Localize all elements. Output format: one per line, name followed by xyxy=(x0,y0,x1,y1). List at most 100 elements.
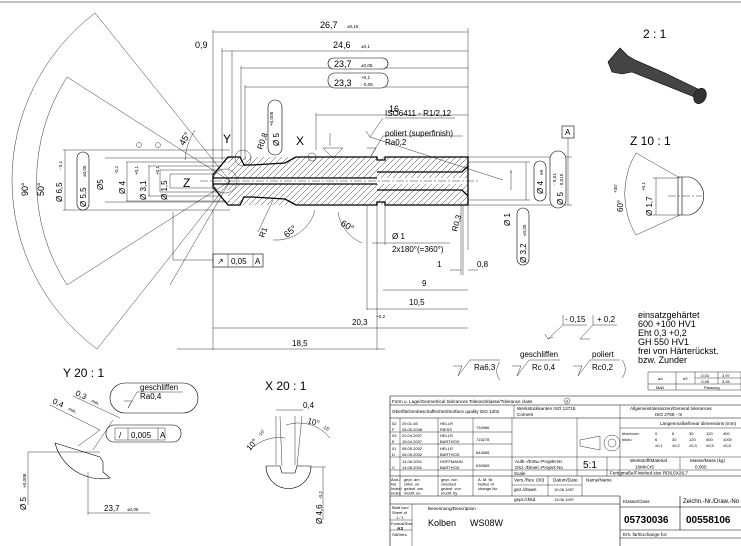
tb-to: bis/to xyxy=(622,437,632,442)
bore-outline xyxy=(213,165,469,197)
revision-name1: HELLR xyxy=(440,446,453,451)
fit-upper: -0,03 xyxy=(700,373,710,378)
hatch-line xyxy=(326,183,349,206)
tol-value: ±0,1 xyxy=(655,443,664,448)
z-dia: Ø 1,7 xyxy=(645,196,654,216)
dim-23-7-tol: ±0,05 xyxy=(361,63,373,68)
hatch-line xyxy=(428,156,451,179)
rev-header-index: Index xyxy=(391,491,401,496)
tb-description-label: Benennung/Description xyxy=(428,506,476,511)
revision-name2: BARTHOD xyxy=(440,452,460,457)
z-angle-tol: +30' xyxy=(613,184,618,193)
hatch-line xyxy=(344,183,367,206)
dim-26-7: 26,7 xyxy=(320,20,338,30)
hatch-line xyxy=(422,183,445,206)
hatch-line xyxy=(308,183,331,206)
over-value: 0 xyxy=(655,431,658,436)
tb-scale-label: Scale xyxy=(514,471,526,476)
y-tol-value: 0,005 xyxy=(131,431,152,440)
tol-value: ±0,8 xyxy=(723,443,732,448)
tb-drawn-date: 10.06.1997 xyxy=(554,487,575,492)
hatch-line xyxy=(320,156,343,179)
tb-material-label: Werkstoff/Material xyxy=(630,458,667,463)
to-value: 6 xyxy=(655,437,658,442)
fit-col-fit: Passung xyxy=(704,385,720,390)
tb-project-en: Ord.-/Devel.-Project-No xyxy=(515,465,563,470)
hatch-line xyxy=(386,156,409,179)
hatch-line xyxy=(227,156,247,176)
hatch-line xyxy=(404,156,427,179)
hole-note: 2x180°(=360°) xyxy=(392,245,444,254)
tb-sheet: 1 / 1 xyxy=(396,515,405,520)
tb-format: A3 xyxy=(397,526,403,531)
x-angle-right: 10° xyxy=(306,416,320,428)
hatch-line xyxy=(428,183,451,206)
rev-header-index: No xyxy=(391,482,397,487)
tb-class: 05730036 xyxy=(624,515,669,526)
hatch-line xyxy=(338,156,361,179)
hatch-line xyxy=(398,183,421,206)
rev-header-checked_by: geänd. von xyxy=(441,486,461,491)
tol-value: ±0,2 xyxy=(672,443,681,448)
label-y: Y xyxy=(223,132,231,146)
ra02-note: Ra0,2 xyxy=(385,138,407,147)
hatch-line xyxy=(230,156,253,179)
tol-plus-0-2: + 0,2 xyxy=(597,315,616,324)
hatch-line xyxy=(302,183,325,206)
detail-y-title: Y 20 : 1 xyxy=(63,366,104,380)
revision-date1: 20.04.2007 xyxy=(402,433,423,438)
rev-header-index: Index/ xyxy=(391,486,403,491)
dim-d5-5: Ø 5,5 xyxy=(79,187,88,207)
dim-r0-8: R0,8 xyxy=(255,131,269,150)
poliert-superfinish-note: poliert (superfinish) xyxy=(385,129,453,138)
revision-name1: HELLR xyxy=(440,421,453,426)
revision-name2: BARTHOD xyxy=(440,465,460,470)
dim-26-7-tol: ±0,15 xyxy=(347,24,359,29)
revision-name1: HELLR xyxy=(440,433,453,438)
dim-d5-5-box xyxy=(76,151,90,211)
datum-a: A xyxy=(565,128,571,137)
hardening-line: Eht 0,3 +0,2 xyxy=(638,328,687,338)
fit-lower: -0,06 xyxy=(700,379,710,384)
hatch-line xyxy=(236,156,259,179)
hatch-line xyxy=(386,183,409,206)
z-dia-tol: +0,1 xyxy=(641,181,646,191)
surface-rc0-2: Rc0,2 xyxy=(592,363,613,372)
hatch-line xyxy=(242,183,265,206)
tb-name-label: Name/Name xyxy=(586,478,612,483)
hatch-line xyxy=(422,156,445,179)
tb-drawing-no-label: Zeichn.-Nr./Draw.-No xyxy=(683,499,740,505)
dim-d3-2-box xyxy=(516,207,530,266)
detail-y-marker xyxy=(234,149,252,167)
hatch-line xyxy=(227,156,235,164)
tb-date-label: Datum/Date xyxy=(553,478,578,483)
iso6411-note: ISO6411 - R1/2,12 xyxy=(385,109,452,118)
over-value: 400 xyxy=(723,431,730,436)
angle-arcs xyxy=(272,209,363,244)
dim-hole-d1: Ø 1 xyxy=(392,232,405,241)
angle-50-label: 50° xyxy=(36,182,46,196)
hatch-line xyxy=(392,156,415,179)
hatch-line xyxy=(296,156,319,179)
hatch-line xyxy=(458,168,469,179)
to-value: 120 xyxy=(689,437,696,442)
tb-exchange-for: Ers. für/Exchange for: xyxy=(623,532,667,537)
rev-header-notice: change No xyxy=(478,486,498,491)
surface-ra6-3: Ra6,3 xyxy=(474,363,496,372)
dim-d5-box xyxy=(267,99,283,156)
tol-value: ±0,3 xyxy=(689,443,698,448)
rev-header-checked_by: checked xyxy=(441,482,456,487)
revision-notice: 644585 xyxy=(476,450,490,455)
tb-material: 16MnCr5 xyxy=(635,465,654,470)
hardening-line: bzw. Zunder xyxy=(638,355,687,365)
rev-header-checked_by: modif. by xyxy=(441,491,457,496)
hatch-line xyxy=(254,183,277,206)
tb-mass-label: Masse/Mass (kg) xyxy=(690,458,725,463)
hardening-notes: einsatzgehärtet 600 +100 HV1 Eht 0,3 +0,… xyxy=(638,310,719,365)
tb-scale: 5:1 xyxy=(583,460,597,471)
hatch-line xyxy=(410,156,433,179)
detail-y-view: Y 20 : 1 geschliffen Ra0,4 / 0,005 A 0,3… xyxy=(19,366,199,515)
to-value: 30 xyxy=(672,437,677,442)
x-angle-left-tol: -10' xyxy=(257,429,266,438)
